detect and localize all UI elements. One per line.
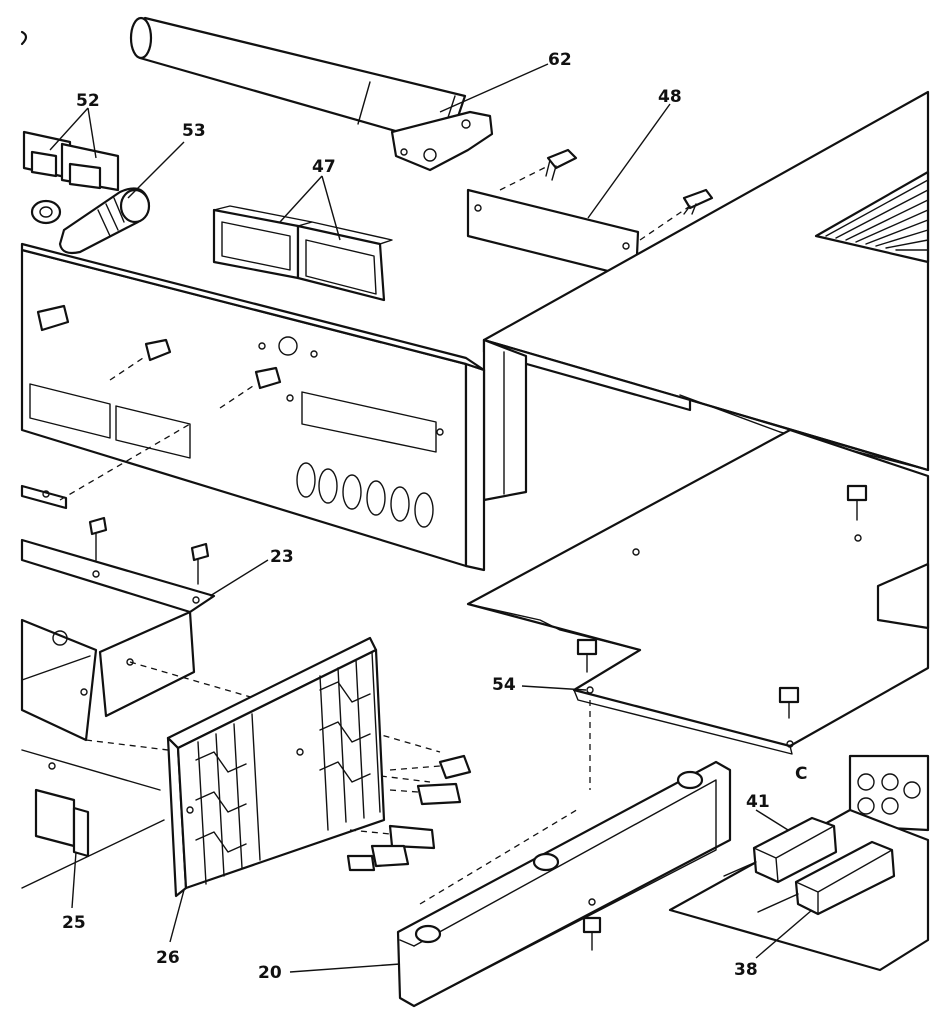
callout-labels: 62 52 53 48 47 23 54 41 25 26 20 38 C	[62, 50, 807, 983]
callout-38: 38	[734, 960, 758, 980]
part-47-buttons	[212, 205, 393, 302]
callout-47: 47	[312, 157, 336, 177]
callout-52: 52	[76, 91, 100, 111]
callout-48: 48	[658, 87, 682, 107]
part-20-rail	[396, 760, 732, 1008]
lower-right-pcb	[668, 808, 930, 972]
part-53-knob	[30, 187, 151, 255]
page-edge-mark	[20, 30, 28, 46]
callout-26: 26	[156, 948, 180, 968]
callout-62: 62	[548, 50, 572, 70]
part-25-clip	[34, 788, 90, 858]
part-52-blocks	[22, 130, 120, 192]
part-62-rod	[129, 16, 494, 172]
callout-23: 23	[270, 547, 294, 567]
chassis-cover	[482, 90, 930, 502]
connector-block	[848, 754, 930, 832]
front-panel	[20, 242, 486, 572]
callout-53: 53	[182, 121, 206, 141]
callout-54: 54	[492, 675, 516, 695]
part-23-bracket	[20, 516, 216, 718]
part-26-heatsink	[166, 636, 386, 898]
heatsink-screws	[346, 754, 472, 872]
callout-41: 41	[746, 792, 770, 812]
callout-20: 20	[258, 963, 282, 983]
part-54-board	[466, 428, 930, 790]
callout-c: C	[795, 764, 807, 784]
callout-25: 25	[62, 913, 86, 933]
leader-lines	[49, 63, 813, 973]
part-48-bracket	[466, 148, 714, 280]
